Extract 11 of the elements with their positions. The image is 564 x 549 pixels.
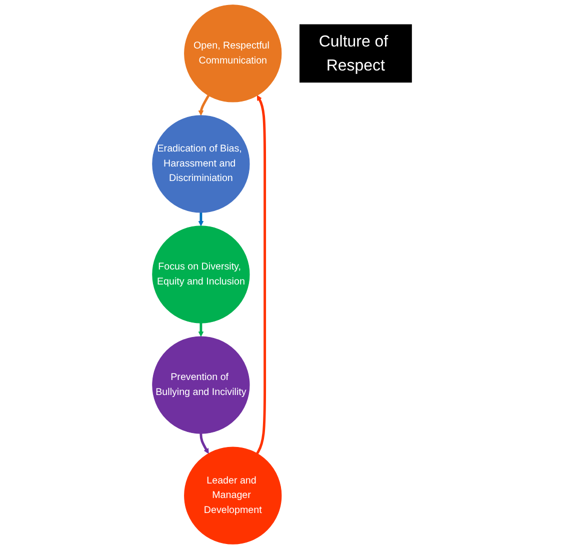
- arrow: [198, 94, 210, 116]
- arrow: [256, 95, 266, 454]
- node-circle: Prevention of Bullying and Incivility: [152, 336, 250, 434]
- arrow: [198, 322, 204, 337]
- arrow: [198, 212, 204, 226]
- node-circle: Open, Respectful Communication: [184, 4, 282, 102]
- arrow: [200, 433, 209, 454]
- node-circle: Leader and Manager Development: [184, 446, 282, 544]
- node-circle: Eradication of Bias, Harassment and Discriminiation: [152, 115, 250, 213]
- node-box: Culture of Respect: [300, 24, 412, 83]
- node-circle: Focus on Diversity, Equity and Inclusion: [152, 226, 250, 324]
